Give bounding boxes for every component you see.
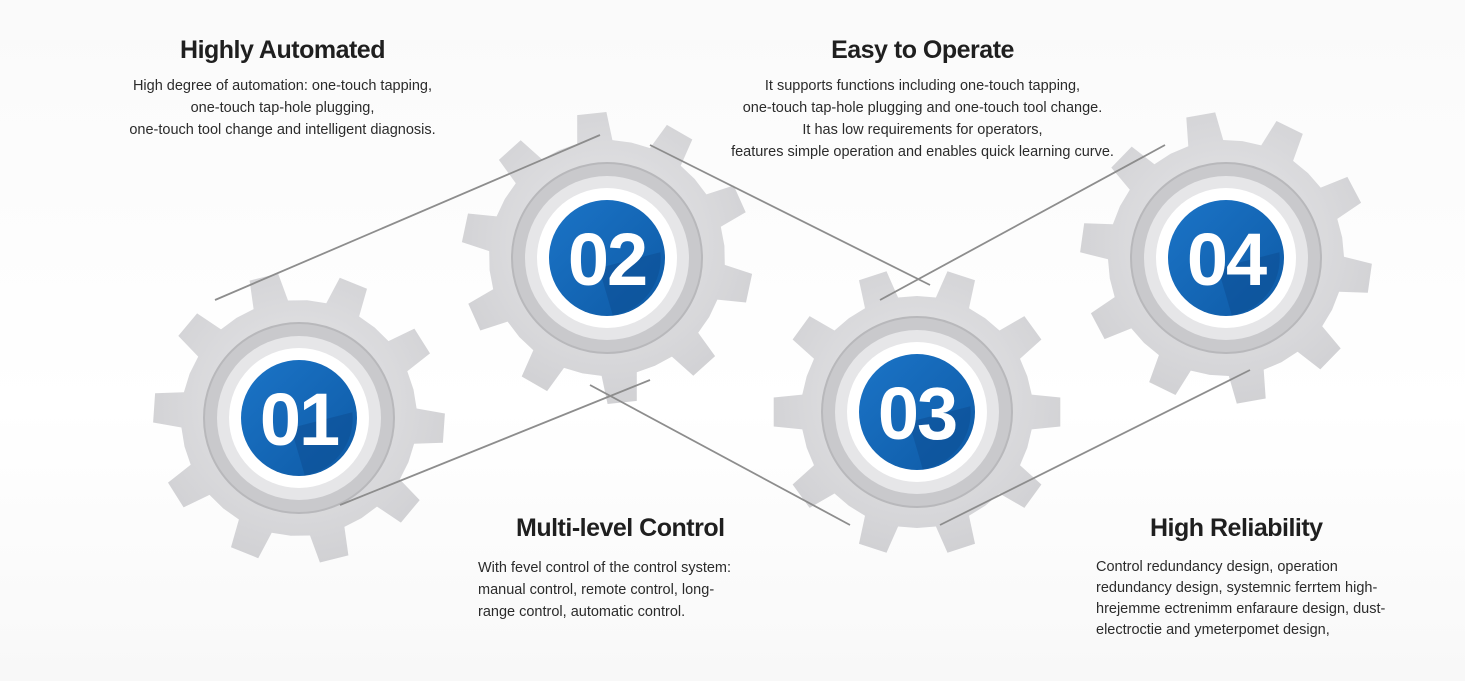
feature-4-line: Control redundancy design, operation — [1096, 559, 1338, 575]
feature-3-line: one-touch tap-hole plugging and one-touc… — [742, 100, 1103, 116]
connector-line — [339, 379, 651, 506]
number-badge-4: 04 — [1168, 200, 1284, 316]
feature-2-title: Multi-level Control — [516, 514, 725, 542]
feature-4: High Reliability Control redundancy desi… — [1096, 514, 1396, 641]
feature-3-line: It supports functions including one-touc… — [764, 78, 1081, 94]
feature-1-line: one-touch tap-hole plugging, — [190, 100, 375, 116]
feature-2-line: range control, automatic control. — [478, 604, 686, 620]
badge-number: 04 — [1187, 218, 1267, 301]
feature-1-line: High degree of automation: one-touch tap… — [132, 78, 433, 94]
feature-3: Easy to Operate It supports functions in… — [700, 36, 1145, 163]
feature-2-line: manual control, remote control, long- — [478, 582, 715, 598]
connector-line — [939, 369, 1251, 526]
connector-line — [879, 144, 1166, 301]
number-badge-3: 03 — [859, 354, 975, 470]
feature-3-title: Easy to Operate — [831, 36, 1014, 64]
feature-2-description: With fevel control of the control system… — [478, 557, 778, 623]
connector-line — [589, 384, 851, 526]
badge-shadow — [1218, 252, 1280, 316]
feature-4-title: High Reliability — [1150, 514, 1323, 542]
badge-number: 02 — [568, 218, 646, 301]
feature-2: Multi-level Control With fevel control o… — [478, 514, 778, 623]
connector-line — [214, 134, 601, 301]
badge-number: 03 — [878, 372, 956, 455]
feature-4-line: redundancy design, systemnic ferrtem hig… — [1096, 580, 1378, 596]
feature-3-description: It supports functions including one-touc… — [700, 75, 1145, 163]
feature-4-description: Control redundancy design, operation red… — [1096, 557, 1396, 641]
feature-3-line: features simple operation and enables qu… — [731, 144, 1114, 160]
feature-1-title: Highly Automated — [180, 36, 385, 64]
feature-1-description: High degree of automation: one-touch tap… — [90, 75, 475, 141]
number-badge-2: 02 — [549, 200, 665, 316]
number-badge-1: 01 — [241, 360, 357, 476]
connector-line — [649, 144, 931, 286]
connector-lines — [214, 134, 1251, 526]
badge-shadow — [291, 412, 353, 476]
badge-shadow — [909, 406, 971, 470]
feature-1: Highly Automated High degree of automati… — [90, 36, 475, 141]
badge-number: 01 — [260, 378, 339, 461]
feature-4-line: hrejemme ectrenimm enfaraure design, dus… — [1096, 601, 1386, 617]
feature-3-line: It has low requirements for operators, — [802, 122, 1043, 138]
feature-2-line: With fevel control of the control system… — [478, 560, 732, 576]
badge-shadow — [599, 252, 661, 316]
feature-4-line: electroctie and ymeterpomet design, — [1096, 622, 1330, 638]
feature-1-line: one-touch tool change and intelligent di… — [129, 122, 436, 138]
